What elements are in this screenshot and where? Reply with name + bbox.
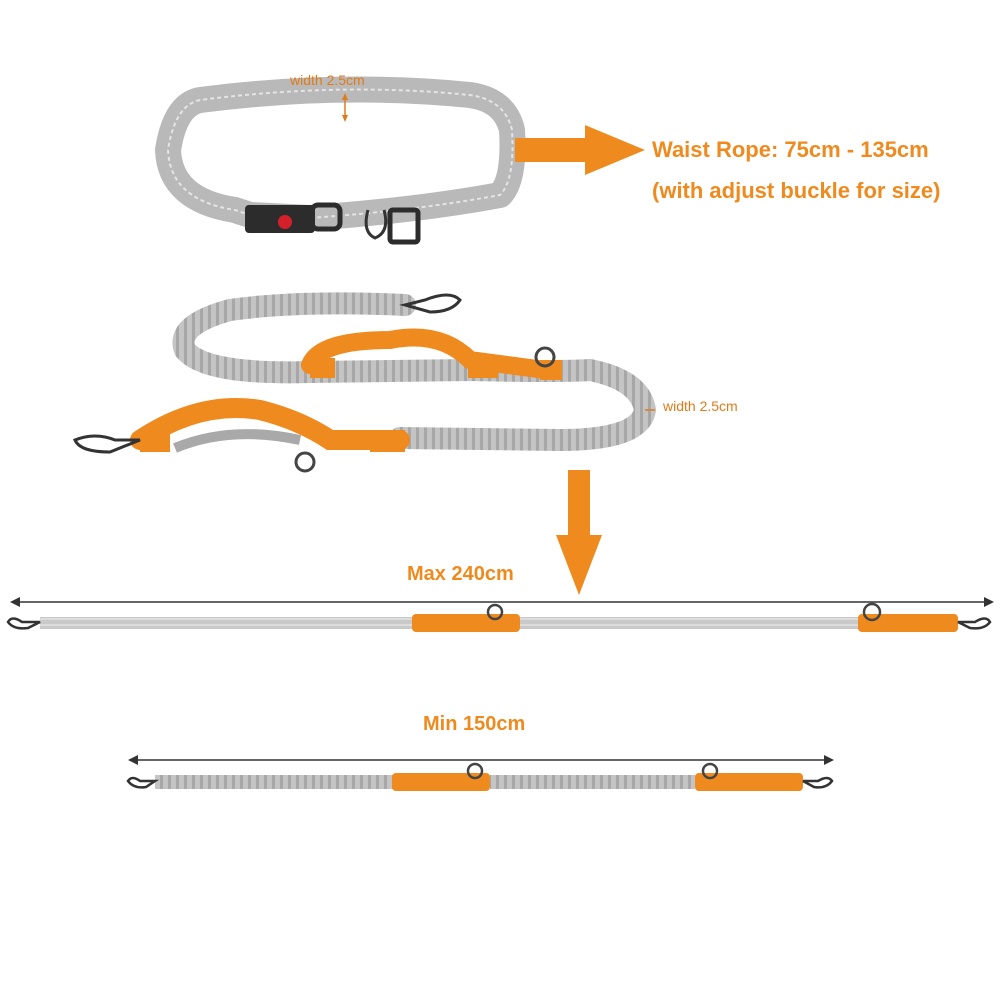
max-length-label: Max 240cm <box>407 563 514 585</box>
buckle-release-button <box>278 215 292 229</box>
belt-buckle-clip <box>309 202 343 232</box>
belt-adjust-slider <box>387 207 421 245</box>
min-length-leash <box>126 755 834 791</box>
waist-belt <box>155 76 526 245</box>
coiled-leash <box>73 292 657 473</box>
leash-width-label: width 2.5cm <box>663 398 738 414</box>
arrow-right-icon <box>515 125 645 175</box>
belt-d-ring <box>364 209 388 240</box>
snap-hook-icon <box>399 293 462 314</box>
snap-hook-icon <box>6 617 41 630</box>
snap-hook-icon <box>73 434 141 454</box>
snap-hook-icon <box>802 776 834 789</box>
max-length-leash <box>6 597 994 632</box>
snap-hook-icon <box>957 617 992 630</box>
min-length-label: Min 150cm <box>423 713 526 735</box>
waist-rope-length-label: Waist Rope: 75cm - 135cm <box>652 137 929 162</box>
arrow-down-icon <box>556 470 602 595</box>
snap-hook-icon <box>126 776 160 789</box>
belt-width-label: width 2.5cm <box>290 72 365 88</box>
waist-rope-adjust-note: (with adjust buckle for size) <box>652 178 941 203</box>
